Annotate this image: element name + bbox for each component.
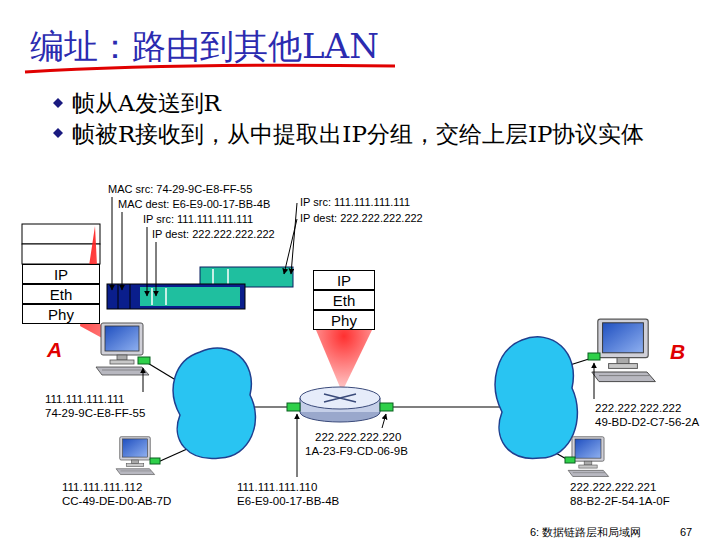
bullet-text: 帧被R接收到，从中提取出IP分组，交给上层IP协议实体	[72, 120, 672, 150]
leader-arrow	[297, 414, 298, 477]
link-wire	[250, 406, 290, 407]
protocol-layer-box: Phy	[313, 310, 375, 330]
protocol-layer-box: IP	[22, 264, 100, 284]
bullet-diamond	[53, 128, 63, 138]
mac-address: 49-BD-D2-C7-56-2A	[595, 416, 699, 429]
host-computer	[116, 437, 155, 475]
ip-address: 222.222.222.221	[570, 481, 656, 494]
footer-text: 6: 数据链路层和局域网	[530, 526, 641, 539]
layer-name: Phy	[331, 313, 357, 328]
field-tick	[227, 269, 229, 285]
interface-card	[287, 403, 300, 411]
field-tick	[151, 288, 153, 305]
frame-payload	[140, 287, 240, 306]
ip-address: 111.111.111.112	[62, 481, 142, 494]
link-wire	[390, 406, 505, 407]
host-computer	[96, 323, 149, 375]
layer-name: IP	[54, 267, 68, 282]
field-label: IP src: 111.111.111.111	[143, 213, 253, 226]
field-label: MAC dest: E6-E9-00-17-BB-4B	[118, 198, 270, 211]
layer-name: IP	[337, 273, 351, 288]
field-label: MAC src: 74-29-9C-E8-FF-55	[108, 183, 252, 196]
interface-card	[150, 458, 160, 464]
field-label: IP src: 111.111.111.111	[300, 196, 410, 209]
leader-arrow	[143, 368, 144, 392]
highlight-cone	[316, 330, 372, 392]
protocol-layer-box: Phy	[22, 304, 100, 324]
lan-cloud	[495, 337, 577, 459]
layer-name: Eth	[333, 293, 356, 308]
interface-card	[588, 353, 600, 360]
leader-arrow	[112, 197, 113, 290]
ip-address: 222.222.222.220	[315, 431, 401, 444]
bullet-text: 帧从A发送到R	[72, 90, 221, 116]
mac-address: 88-B2-2F-54-1A-0F	[570, 495, 670, 508]
ip-address: 111.111.111.111	[45, 393, 125, 406]
host-computer	[592, 319, 656, 381]
leader-arrow	[147, 227, 148, 296]
field-divider	[118, 284, 119, 309]
layer-name: Eth	[50, 287, 73, 302]
layer-name: Phy	[48, 307, 74, 322]
page-number: 67	[680, 526, 692, 539]
leader-arrow	[122, 212, 123, 290]
interface-card	[565, 457, 575, 463]
ip-address: 222.222.222.222	[595, 402, 681, 415]
field-divider	[130, 284, 131, 309]
title-underline	[25, 65, 395, 72]
interface-card	[138, 357, 150, 364]
mac-address: 1A-23-F9-CD-06-9B	[305, 445, 408, 458]
ethernet-frame	[107, 284, 245, 309]
protocol-layer-box: IP	[313, 270, 375, 290]
field-label: IP dest: 222.222.222.222	[152, 228, 275, 241]
mac-address: 74-29-9C-E8-FF-55	[45, 407, 145, 420]
protocol-layer-box: Eth	[22, 284, 100, 304]
field-tick	[212, 269, 214, 285]
ip-address: 111.111.111.110	[237, 481, 317, 494]
field-label: IP dest: 222.222.222.222	[300, 212, 423, 225]
slide-title: 编址：路由到其他LAN	[30, 24, 379, 70]
field-tick	[165, 288, 167, 305]
leader-arrow	[156, 242, 157, 296]
lan-cloud	[173, 348, 255, 459]
protocol-layer-box: Eth	[313, 290, 375, 310]
mac-address: E6-E9-00-17-BB-4B	[237, 495, 339, 508]
leader-arrow	[594, 363, 595, 399]
leader-arrow	[284, 219, 297, 274]
bullet-diamond	[53, 98, 63, 108]
router-top	[300, 387, 380, 409]
empty-layer-box	[22, 224, 100, 244]
router-arrows	[324, 394, 356, 402]
leader-arrow	[382, 414, 386, 428]
host-name: B	[670, 340, 685, 364]
mac-address: CC-49-DE-D0-AB-7D	[62, 495, 171, 508]
host-name: A	[47, 338, 62, 362]
empty-layer-box	[22, 244, 100, 264]
interface-card	[380, 403, 393, 411]
